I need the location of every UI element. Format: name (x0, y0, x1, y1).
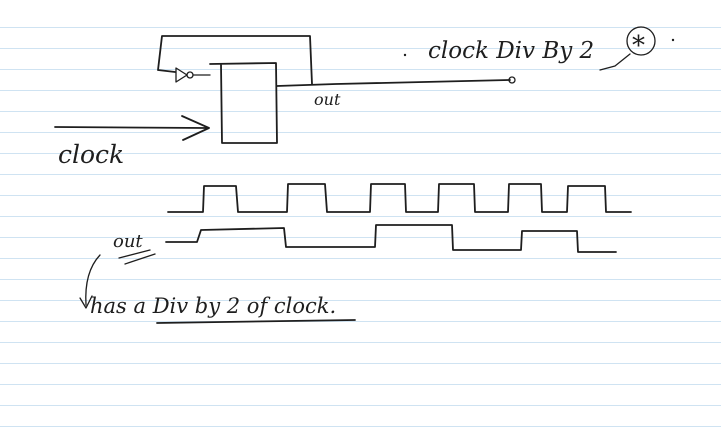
dot-small (403, 53, 407, 57)
note-underline (156, 319, 356, 324)
dot-small-2 (671, 38, 675, 42)
feedback-loop (157, 35, 313, 85)
clock-input-arrow (54, 115, 210, 141)
out-wire-label: out (314, 90, 341, 109)
out-waveform (165, 224, 617, 253)
inverter-icon (175, 67, 211, 83)
note-arrow (79, 254, 101, 309)
title-label: clock Div By 2 (428, 38, 594, 64)
star-circle (626, 26, 656, 56)
out-emphasis-marks (118, 249, 156, 265)
clock-input-label: clock (58, 140, 124, 169)
note-text: has a Div by 2 of clock. (90, 294, 336, 318)
clock-waveform (167, 183, 632, 213)
star-mark: * (632, 31, 645, 61)
out-waveform-label: out (113, 231, 143, 252)
flip-flop-box (209, 62, 278, 144)
output-wire (276, 79, 511, 87)
output-terminal (508, 76, 516, 84)
title-leader (599, 53, 631, 71)
